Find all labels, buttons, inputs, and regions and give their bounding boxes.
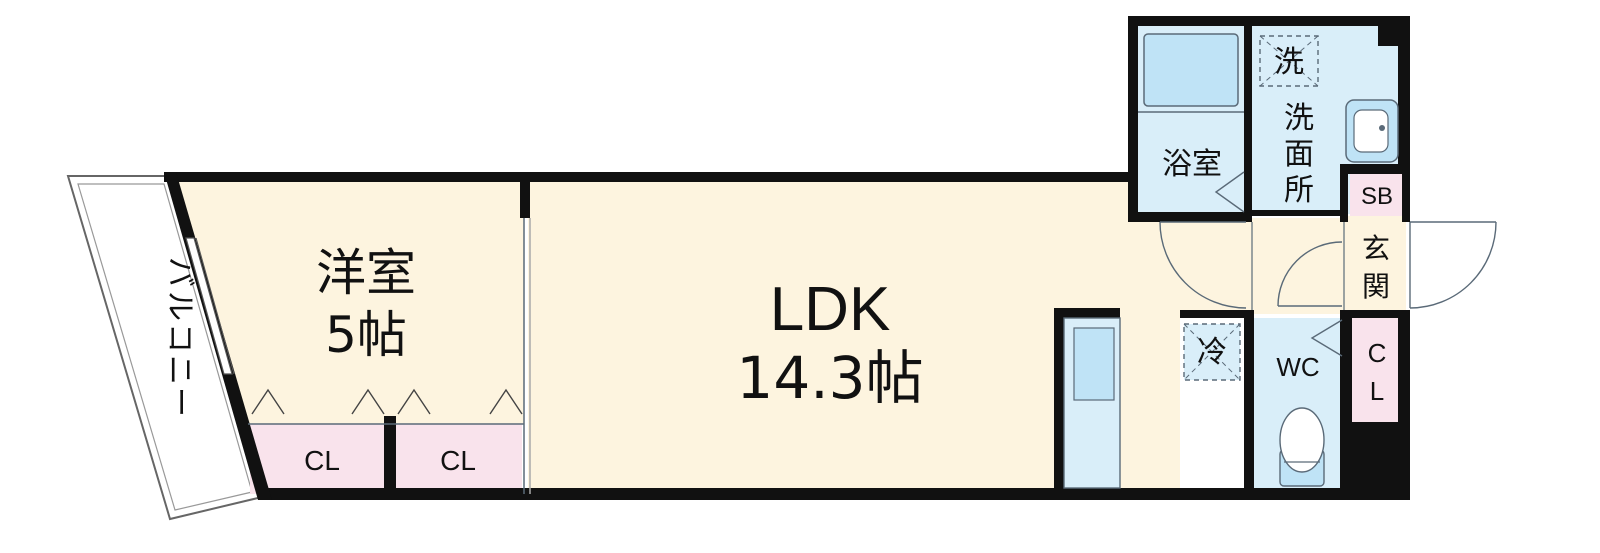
closet-left-label: CL — [304, 445, 340, 476]
washroom-name-2: 面 — [1284, 137, 1314, 172]
entrance-name-2: 関 — [1362, 270, 1390, 303]
balcony-label-5: ー — [162, 387, 197, 417]
shoe-box-label: SB — [1361, 183, 1393, 210]
fridge-mark: 冷 — [1197, 335, 1227, 370]
washer-box — [1259, 35, 1319, 87]
walls — [164, 16, 1410, 500]
western-room-floor — [170, 180, 524, 424]
balcony-label-4: ニ — [162, 355, 197, 385]
bathroom-name: 浴室 — [1162, 147, 1222, 182]
entrance-floor — [1346, 216, 1406, 314]
washroom-name-3: 所 — [1284, 173, 1314, 208]
balcony-label-3: コ — [162, 323, 197, 353]
closet-door-marks — [251, 388, 523, 415]
toilet-bowl — [1279, 319, 1343, 487]
closet-entrance-floor — [1350, 318, 1404, 422]
closet-left-floor — [250, 424, 384, 494]
ldk-name: LDK — [770, 275, 891, 344]
door-swings — [1159, 221, 1497, 309]
ldk-size: 14.3帖 — [736, 344, 923, 412]
balcony-label-1: バ — [162, 257, 197, 287]
shoe-box-floor — [1350, 172, 1406, 216]
kitchen-counter — [1063, 317, 1121, 489]
western-room-size: 5帖 — [325, 306, 407, 364]
entrance-name-1: 玄 — [1362, 232, 1390, 265]
hall-floor — [1160, 218, 1350, 314]
partitions — [248, 111, 1244, 494]
washroom-name-1: 洗 — [1284, 101, 1314, 136]
balcony-window — [185, 237, 235, 375]
labels: 洋室 5帖 LDK 14.3帖 浴室 洗 洗 面 所 SB 玄 関 冷 WC C… — [162, 45, 1393, 476]
wash-basin — [1345, 99, 1399, 163]
closet-right-label: CL — [440, 445, 476, 476]
washer-mark: 洗 — [1274, 45, 1304, 80]
closet-entrance-label-1: C — [1368, 338, 1387, 368]
bathroom-door-mark — [1214, 171, 1245, 213]
western-room-name: 洋室 — [316, 244, 416, 302]
fridge-box — [1183, 323, 1241, 381]
closet-right-floor — [396, 424, 522, 494]
toilet-label: WC — [1276, 352, 1319, 382]
bathtub — [1143, 33, 1239, 107]
closet-entrance-label-2: L — [1370, 376, 1384, 406]
balcony-label-2: ル — [162, 291, 197, 321]
